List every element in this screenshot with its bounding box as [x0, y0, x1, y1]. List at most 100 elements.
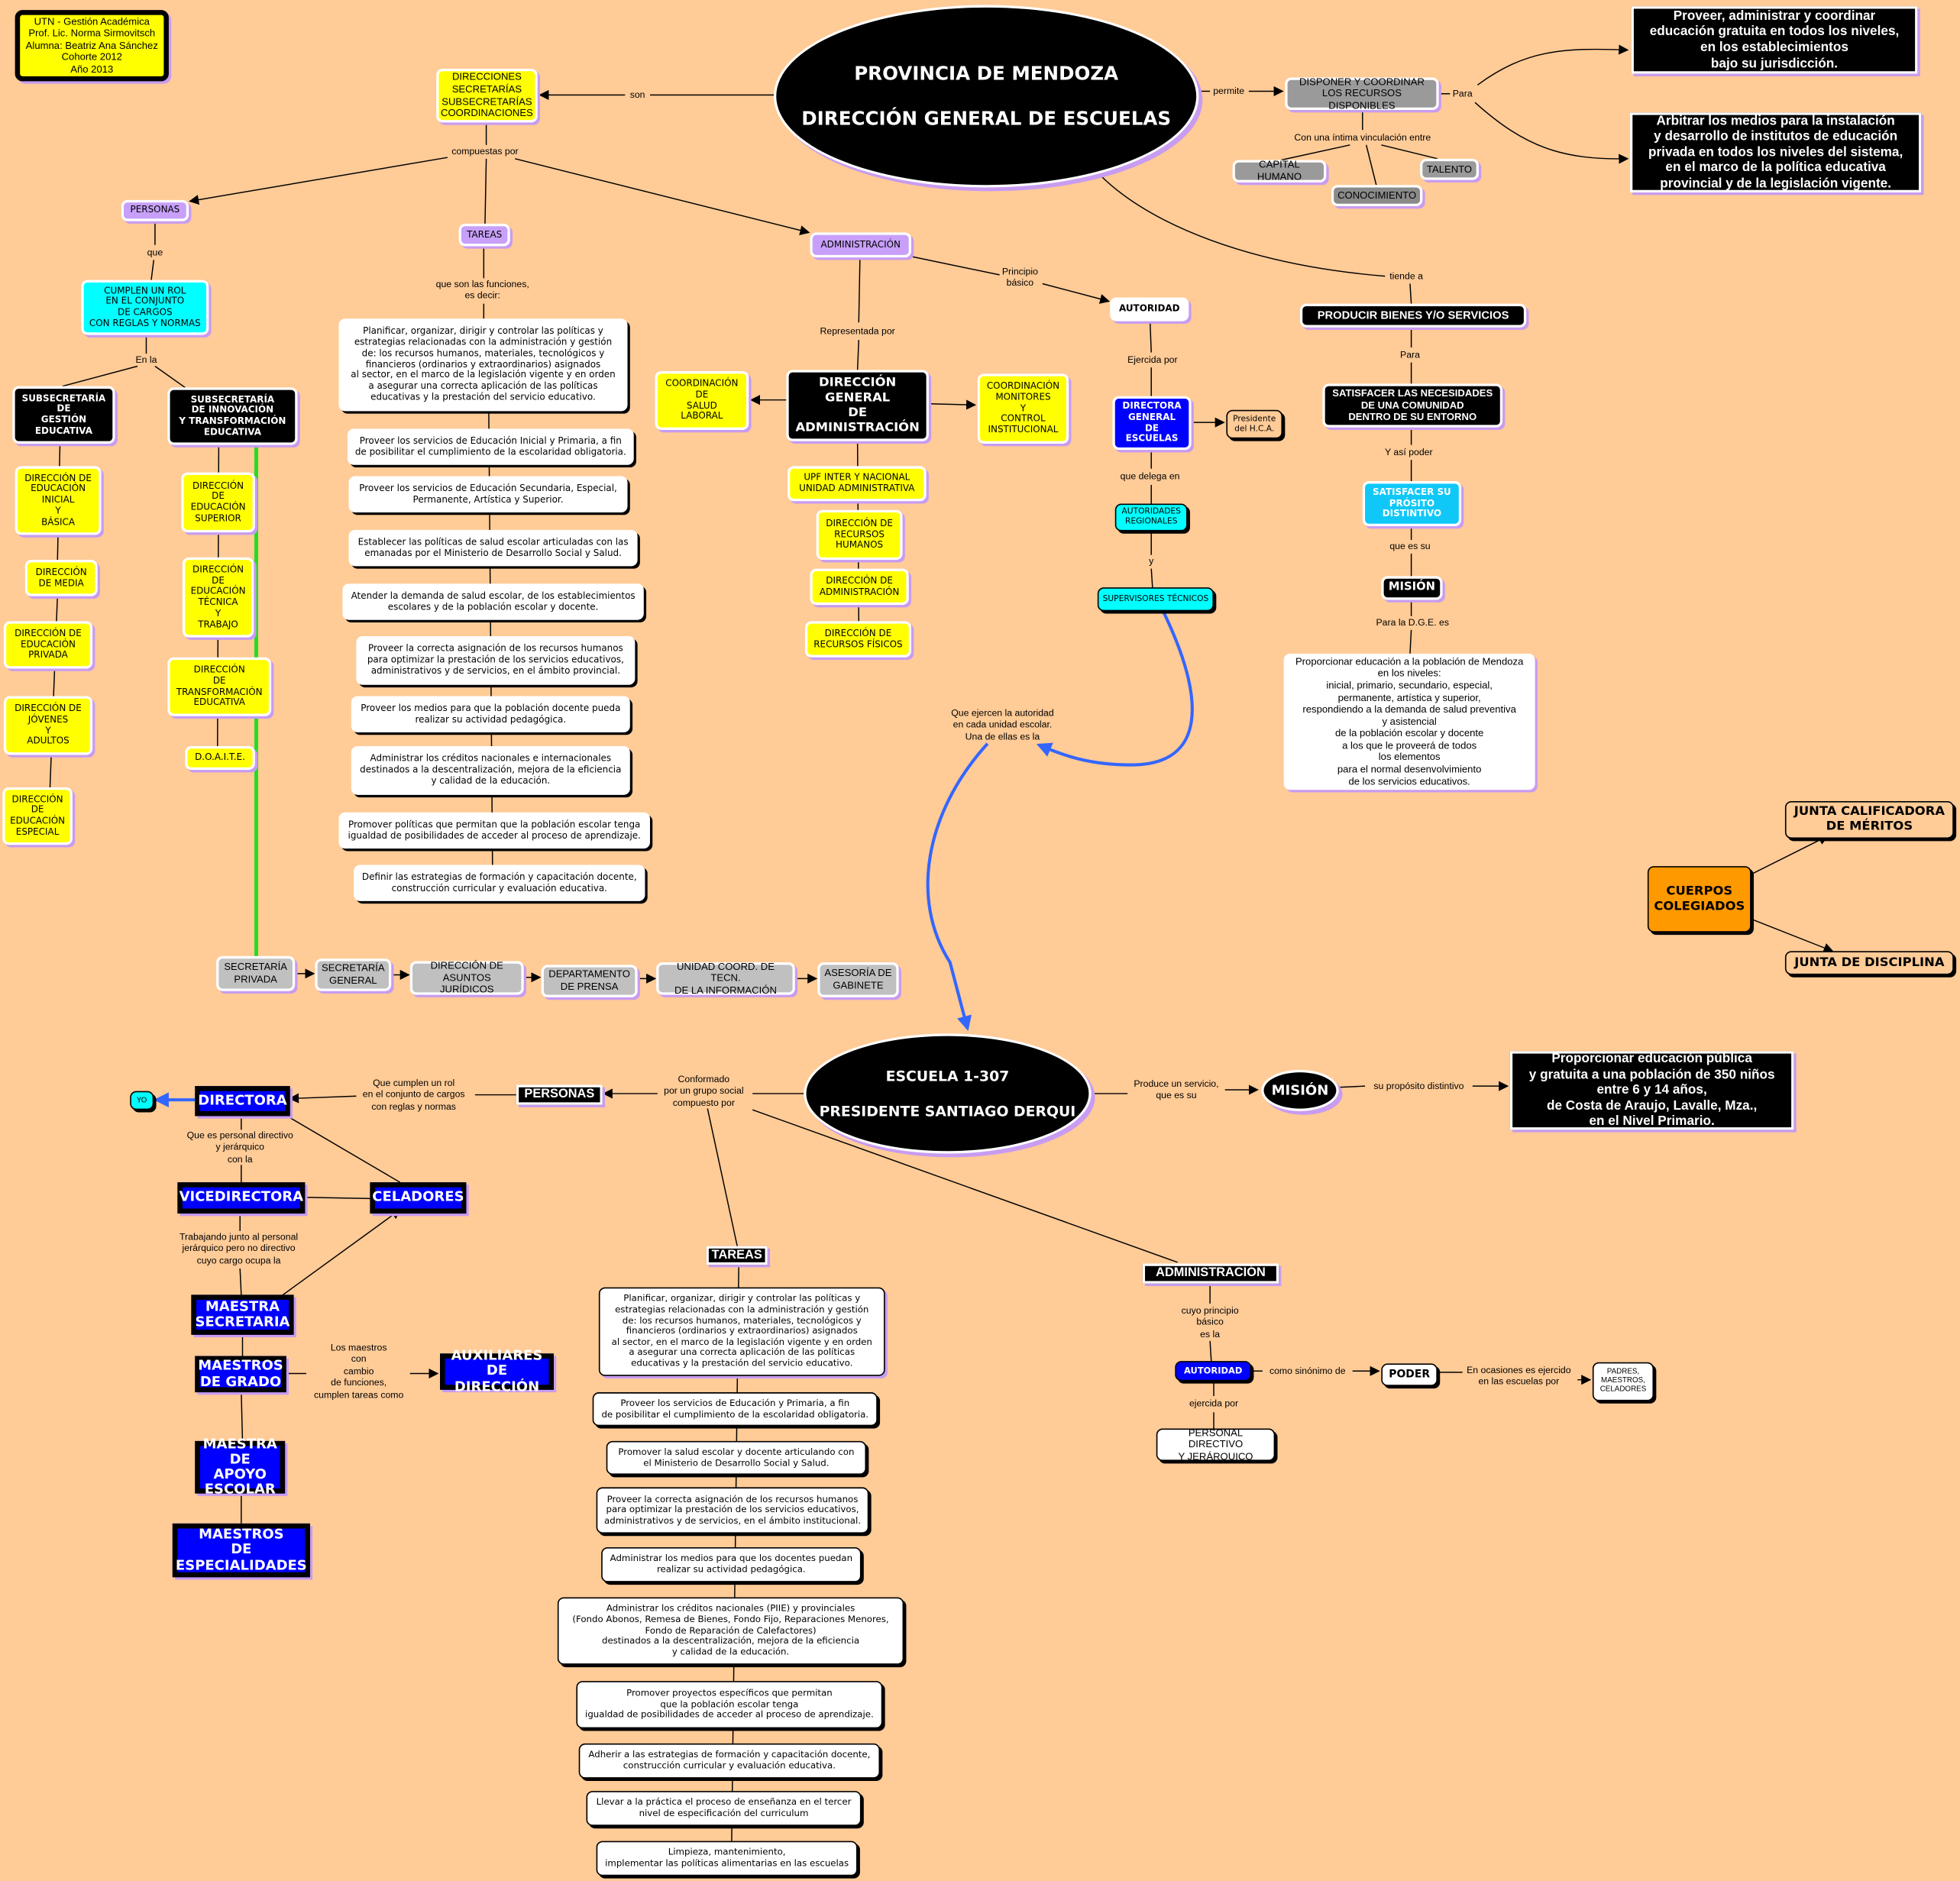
task-box: Proveer los servicios de Educación Inici…: [347, 428, 634, 465]
link-label: tiende a: [1386, 270, 1426, 283]
link-label: son: [627, 89, 648, 102]
school-task-box: Promover la salud escolar y docente arti…: [606, 1440, 867, 1475]
school-title-node: ESCUELA 1-307 PRESIDENTE SANTIAGO DERQUI: [804, 1033, 1092, 1154]
link-label: Para: [1397, 349, 1423, 361]
link-label: ejercida por: [1186, 1398, 1241, 1410]
autoridad-node: AUTORIDAD: [1110, 297, 1189, 322]
link-label: Los maestros con cambio de funciones, cu…: [311, 1341, 406, 1401]
mision-text-node: Proporcionar educación a la población de…: [1283, 653, 1535, 790]
link-label: Que es personal directivo y jerárquico c…: [184, 1130, 296, 1165]
province-title-node: PROVINCIA DE MENDOZA DIRECCIÓN GENERAL D…: [773, 5, 1199, 188]
link-label: que: [144, 246, 166, 259]
link-label: Representada por: [817, 325, 898, 338]
staff-item: UNIDAD COORD. DE TECN. DE LA INFORMACIÓN: [656, 961, 795, 996]
link-label: Para la D.G.E. es: [1373, 616, 1452, 629]
cumplen-rol-node: CUMPLEN UN ROL EN EL CONJUNTO DE CARGOS …: [81, 280, 209, 335]
link-label: Con una íntima vinculación entre: [1292, 131, 1434, 144]
dga-item: UPF INTER Y NACIONAL UNIDAD ADMINISTRATI…: [787, 466, 927, 502]
poder-node: PODER: [1381, 1363, 1438, 1386]
task-box: Promover políticas que permitan que la p…: [338, 812, 650, 849]
innovacion-item: D.O.A.I.T.E.: [185, 745, 255, 771]
task-box: Establecer las políticas de salud escola…: [348, 529, 638, 567]
autoridades-regionales-node: AUTORIDADES REGIONALES: [1114, 503, 1188, 532]
satisfacer-prosito-node: SATISFACER SU PRÓSITO DISTINTIVO: [1362, 481, 1462, 526]
school-task-box: Proveer la correcta asignación de los re…: [596, 1487, 869, 1534]
link-label: Para: [1450, 88, 1475, 100]
junta-disciplina-node: JUNTA DE DISCIPLINA: [1784, 951, 1954, 975]
gestion-item: DIRECCIÓN DE EDUCACIÓN INICIAL Y BÁSICA: [15, 466, 102, 535]
presidente-hca-node: Presidente del H.C.A.: [1226, 409, 1283, 439]
celadores-node: CELADORES: [370, 1182, 467, 1214]
school-personas-node: PERSONAS: [516, 1084, 603, 1105]
link-label: que delega en: [1117, 470, 1182, 483]
coordinacion-monitores-node: COORDINACIÓN MONITORES Y CONTROL INSTITU…: [977, 373, 1069, 444]
staff-item: SECRETARÍA PRIVADA: [216, 955, 296, 991]
staff-item: SECRETARÍA GENERAL: [315, 958, 392, 991]
link-label: que son las funciones, es decir:: [433, 278, 532, 302]
school-task-box: Llevar a la práctica el proceso de enseñ…: [586, 1791, 862, 1826]
task-box: Atender la demanda de salud escolar, de …: [342, 583, 644, 620]
gestion-item: DIRECCIÓN DE JÓVENES Y ADULTOS: [3, 696, 93, 755]
task-box: Administrar los créditos nacionales e in…: [351, 745, 630, 795]
satisfacer-necesidades-node: SATISFACER LAS NECESIDADES DE UNA COMUNI…: [1322, 383, 1503, 428]
staff-item: ASESORÍA DE GABINETE: [817, 962, 899, 997]
capital-humano-node: CAPITAL HUMANO: [1232, 160, 1327, 183]
task-box: Proveer los servicios de Educación Secun…: [348, 476, 628, 512]
link-label: compuestas por: [449, 145, 521, 157]
link-label: su propósito distintivo: [1371, 1080, 1467, 1092]
link-label: permite: [1210, 85, 1247, 98]
school-task-box: Promover proyectos específicos que permi…: [576, 1681, 883, 1729]
innovacion-item: DIRECCIÓN DE EDUCACIÓN TÉCNICA Y TRABAJO: [182, 557, 254, 638]
vicedirectora-node: VICEDIRECTORA: [177, 1182, 306, 1214]
school-task-box: Administrar los créditos nacionales (PII…: [557, 1597, 904, 1665]
school-task-box: Administrar los medios para que los doce…: [601, 1546, 862, 1582]
producir-node: PRODUCIR BIENES Y/O SERVICIOS: [1299, 303, 1527, 328]
link-label: Ejercida por: [1124, 354, 1180, 366]
link-label: Principio básico: [999, 265, 1041, 289]
administracion-node: ADMINISTRACIÓN: [810, 232, 912, 258]
school-tareas-node: TAREAS: [706, 1246, 768, 1265]
maestros-especialidades-node: MAESTROS DE ESPECIALIDADES: [172, 1523, 310, 1578]
gestion-item: DIRECCIÓN DE MEDIA: [24, 560, 98, 596]
task-box: Planificar, organizar, dirigir y control…: [338, 318, 628, 412]
directora-node: DIRECTORA: [195, 1086, 290, 1117]
subsecretaria-gestion-node: SUBSECRETARÍA DE GESTIÓN EDUCATIVA: [12, 386, 115, 444]
personas-node: PERSONAS: [121, 199, 189, 221]
padres-node: PADRES, MAESTROS, CELADORES: [1592, 1362, 1654, 1401]
link-label: y: [1146, 555, 1156, 567]
link-label: En la: [133, 354, 160, 366]
tareas-node: TAREAS: [458, 223, 510, 247]
credits-box: UTN - Gestión Académica Prof. Lic. Norma…: [15, 10, 169, 82]
conocimiento-node: CONOCIMIENTO: [1331, 185, 1423, 207]
link-label: cuyo principio básico es la: [1179, 1304, 1241, 1340]
dga-item: DIRECCIÓN DE RECURSOS FÍSICOS: [804, 621, 912, 658]
link-label: Que ejercen la autoridad en cada unidad …: [948, 707, 1056, 743]
gestion-item: DIRECCIÓN DE EDUCACIÓN ESPECIAL: [2, 787, 73, 845]
directora-general-node: DIRECTORA GENERAL DE ESCUELAS: [1112, 396, 1192, 451]
school-autoridad-node: AUTORIDAD: [1175, 1361, 1252, 1382]
task-box: Proveer los medios para que la población…: [351, 696, 630, 732]
innovacion-item: DIRECCIÓN DE TRANSFORMACIÓN EDUCATIVA: [167, 657, 272, 716]
innovacion-item: DIRECCIÓN DE EDUCACIÓN SUPERIOR: [181, 472, 255, 533]
coordinacion-salud-node: COORDINACIÓN DE SALUD LABORAL: [655, 371, 749, 430]
link-label: como sinónimo de: [1266, 1365, 1348, 1377]
proveer-node: Proveer, administrar y coordinar educaci…: [1631, 6, 1918, 74]
maestra-secretaria-node: MAESTRA SECRETARIA: [191, 1294, 294, 1335]
school-mision-node: MISIÓN: [1261, 1069, 1339, 1111]
maestros-grado-node: MAESTROS DE GRADO: [195, 1356, 286, 1393]
gestion-item: DIRECCIÓN DE EDUCACIÓN PRIVADA: [3, 621, 93, 669]
link-label: Que cumplen un rol en el conjunto de car…: [360, 1077, 467, 1113]
link-label: Conformado por un grupo social compuesto…: [661, 1073, 746, 1109]
staff-item: DIRECCIÓN DE ASUNTOS JURÍDICOS: [409, 960, 524, 995]
task-box: Definir las estrategias de formación y c…: [354, 865, 645, 901]
direccion-general-administracion-node: DIRECCIÓN GENERAL DE ADMINISTRACIÓN: [786, 370, 929, 441]
school-task-box: Proveer los servicios de Educación y Pri…: [592, 1392, 878, 1427]
link-label: Y así poder: [1382, 446, 1435, 459]
supervisores-node: SUPERVISORES TÉCNICOS: [1097, 587, 1214, 612]
talento-node: TALENTO: [1420, 158, 1479, 180]
personal-directivo-node: PERSONAL DIRECTIVO Y JERÁRQUICO: [1156, 1427, 1276, 1462]
dga-item: DIRECCIÓN DE ADMINISTRACIÓN: [810, 568, 909, 606]
mision-node: MISIÓN: [1381, 576, 1443, 600]
